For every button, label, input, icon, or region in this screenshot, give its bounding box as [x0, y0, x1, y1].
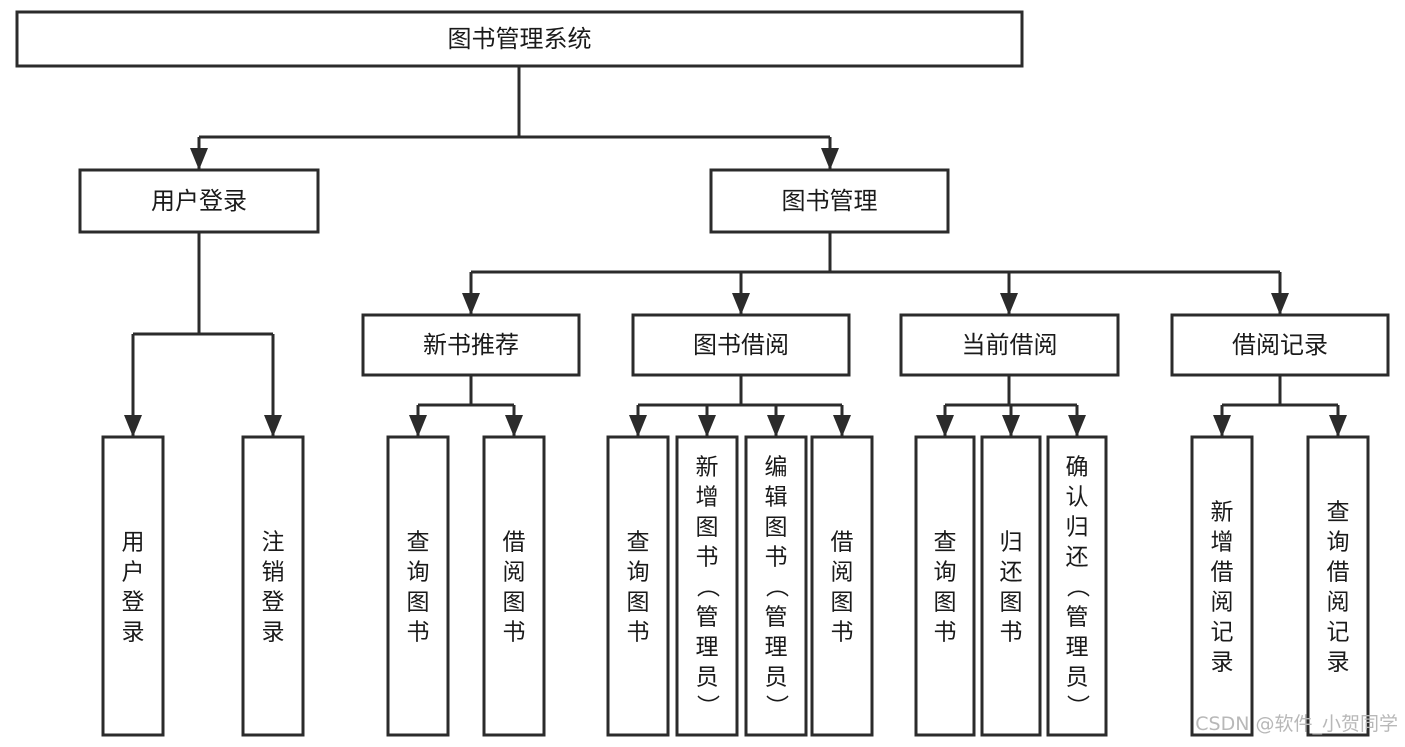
node-label: 图书管理系统: [448, 25, 592, 53]
node-box[interactable]: [386, 435, 450, 737]
node-leaf-用户登录[interactable]: 用户登录: [101, 435, 165, 737]
node-box[interactable]: [1190, 435, 1254, 737]
node-box[interactable]: [810, 435, 874, 737]
node-label: 图书借阅: [693, 331, 789, 359]
node-level2-用户登录[interactable]: 用户登录: [78, 168, 320, 234]
node-label: 用户登录: [122, 529, 145, 645]
node-level2-图书管理[interactable]: 图书管理: [709, 168, 950, 234]
arrow-head-icon: [1271, 293, 1289, 315]
node-label: 借阅图书: [831, 529, 854, 645]
node-label: 注销登录: [262, 529, 285, 645]
node-layer: 图书管理系统用户登录图书管理新书推荐图书借阅当前借阅借阅记录用户登录注销登录查询…: [15, 10, 1390, 737]
node-box[interactable]: [675, 435, 739, 737]
node-label: 图书管理: [782, 187, 878, 215]
arrow-head-icon: [833, 415, 851, 437]
node-label: 查询图书: [934, 529, 957, 645]
node-leaf-查询借阅记录[interactable]: 查询借阅记录: [1306, 435, 1370, 737]
arrow-head-icon: [124, 415, 142, 437]
arrow-head-icon: [1000, 293, 1018, 315]
arrow-head-icon: [767, 415, 785, 437]
arrow-head-icon: [1213, 415, 1231, 437]
node-leaf-新增图书管理员[interactable]: 新增图书（管理员）: [675, 435, 739, 737]
node-label: 借阅图书: [503, 529, 526, 645]
node-box[interactable]: [1046, 435, 1108, 737]
node-box[interactable]: [1306, 435, 1370, 737]
arrow-head-icon: [936, 415, 954, 437]
node-box[interactable]: [482, 435, 546, 737]
node-box[interactable]: [744, 435, 808, 737]
node-root-图书管理系统[interactable]: 图书管理系统: [15, 10, 1024, 68]
node-label: 归还图书: [1000, 529, 1023, 645]
node-box[interactable]: [899, 313, 1120, 377]
arrow-head-icon: [1329, 415, 1347, 437]
node-box[interactable]: [709, 168, 950, 234]
node-label: 新书推荐: [423, 331, 519, 359]
node-level3-借阅记录[interactable]: 借阅记录: [1170, 313, 1390, 377]
arrow-head-icon: [1002, 415, 1020, 437]
node-label: 确认归还（管理员）: [1066, 454, 1091, 720]
node-level3-新书推荐[interactable]: 新书推荐: [361, 313, 581, 377]
node-box[interactable]: [606, 435, 670, 737]
node-leaf-查询图书[interactable]: 查询图书: [606, 435, 670, 737]
node-leaf-借阅图书[interactable]: 借阅图书: [810, 435, 874, 737]
node-box[interactable]: [361, 313, 581, 377]
node-level3-当前借阅[interactable]: 当前借阅: [899, 313, 1120, 377]
arrow-head-icon: [264, 415, 282, 437]
node-leaf-注销登录[interactable]: 注销登录: [241, 435, 305, 737]
arrow-head-icon: [629, 415, 647, 437]
arrow-head-icon: [1068, 415, 1086, 437]
node-box[interactable]: [78, 168, 320, 234]
node-leaf-编辑图书管理员[interactable]: 编辑图书（管理员）: [744, 435, 808, 737]
node-box[interactable]: [914, 435, 976, 737]
csdn-watermark: CSDN @软件_小贺同学: [1195, 713, 1398, 735]
node-label: 新增图书（管理员）: [696, 454, 721, 720]
node-leaf-借阅图书[interactable]: 借阅图书: [482, 435, 546, 737]
node-leaf-归还图书[interactable]: 归还图书: [980, 435, 1042, 737]
node-label: 用户登录: [151, 187, 247, 215]
node-label: 查询借阅记录: [1327, 499, 1350, 675]
node-box[interactable]: [1170, 313, 1390, 377]
node-box[interactable]: [101, 435, 165, 737]
connector-layer: [124, 66, 1347, 437]
arrow-head-icon: [698, 415, 716, 437]
node-label: 编辑图书（管理员）: [765, 454, 790, 720]
node-box[interactable]: [241, 435, 305, 737]
node-leaf-新增借阅记录[interactable]: 新增借阅记录: [1190, 435, 1254, 737]
arrow-head-icon: [190, 148, 208, 170]
node-box[interactable]: [15, 10, 1024, 68]
node-label: 当前借阅: [962, 331, 1058, 359]
arrow-head-icon: [409, 415, 427, 437]
node-box[interactable]: [980, 435, 1042, 737]
node-label: 新增借阅记录: [1211, 499, 1234, 675]
node-box[interactable]: [631, 313, 851, 377]
node-leaf-确认归还管理员[interactable]: 确认归还（管理员）: [1046, 435, 1108, 737]
arrow-head-icon: [732, 293, 750, 315]
arrow-head-icon: [505, 415, 523, 437]
node-label: 借阅记录: [1232, 331, 1328, 359]
node-label: 查询图书: [627, 529, 650, 645]
arrow-head-icon: [821, 148, 839, 170]
node-label: 查询图书: [407, 529, 430, 645]
arrow-head-icon: [462, 293, 480, 315]
node-leaf-查询图书[interactable]: 查询图书: [914, 435, 976, 737]
node-level3-图书借阅[interactable]: 图书借阅: [631, 313, 851, 377]
node-leaf-查询图书[interactable]: 查询图书: [386, 435, 450, 737]
